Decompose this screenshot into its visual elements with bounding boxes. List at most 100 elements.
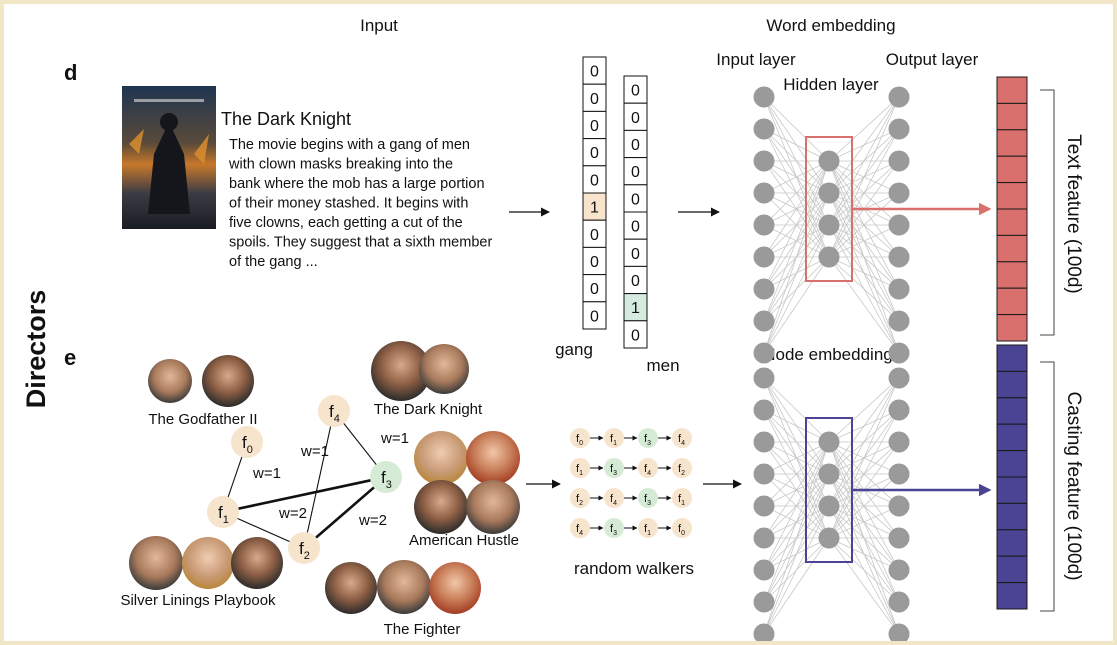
vector-value: 0 [590, 64, 599, 81]
edge-weight: w=2 [278, 505, 307, 522]
movie-poster [122, 86, 216, 229]
actor-photo [231, 537, 283, 589]
actor-photo [371, 341, 431, 401]
feature-cell [996, 529, 1028, 557]
vector-value: 0 [590, 281, 599, 298]
graph-node-f0 [231, 426, 263, 458]
feature-cell [996, 476, 1028, 504]
output-neuron [888, 527, 910, 549]
graph-node-f2 [288, 532, 320, 564]
actor-photo [129, 536, 183, 590]
feature-cell [996, 287, 1028, 316]
vector-value: 0 [590, 145, 599, 162]
graph-node-f3 [370, 461, 402, 493]
output-neuron [888, 278, 910, 300]
output-layer-label: Output layer [886, 50, 979, 69]
graph-node-f4 [318, 395, 350, 427]
vector-value: 0 [631, 327, 640, 344]
hidden-neuron [818, 431, 840, 453]
feature-cell [996, 76, 1028, 104]
input-header: Input [360, 16, 398, 35]
feature-cell [996, 397, 1028, 425]
actor-photo [377, 560, 431, 614]
feature-cell [996, 155, 1028, 184]
hidden-neuron [818, 214, 840, 236]
edge-weight: w=2 [358, 512, 387, 529]
walk-node-label: f3 [644, 433, 651, 447]
text-feature-label: Text feature (100d) [1063, 134, 1084, 293]
output-neuron [888, 118, 910, 140]
vector-value: 1 [590, 200, 599, 217]
vector-value: 0 [590, 118, 599, 135]
vector-value: 0 [590, 227, 599, 244]
synopsis-line: spoils. They suggest that a sixth member [229, 235, 492, 251]
random-walkers-label: random walkers [574, 559, 694, 578]
walk-node-label: f0 [576, 433, 583, 447]
input-neuron [753, 623, 775, 641]
walk-node [604, 488, 624, 508]
hidden-neuron [818, 463, 840, 485]
input-neuron [753, 463, 775, 485]
input-neuron [753, 118, 775, 140]
input-neuron [753, 310, 775, 332]
walk-node-label: f3 [644, 493, 651, 507]
movie-title: The Dark Knight [221, 109, 351, 129]
vector-cell [582, 301, 607, 330]
vector-value: 0 [631, 191, 640, 208]
node-label: f1 [218, 503, 229, 526]
input-neuron [753, 214, 775, 236]
output-neuron [888, 182, 910, 204]
node-label: f4 [329, 402, 340, 425]
actor-photo [325, 562, 377, 614]
graph-edge [222, 475, 387, 514]
feature-cell [996, 502, 1028, 531]
actor-photo [466, 480, 520, 534]
feature-cell [996, 208, 1028, 236]
men-label: men [646, 356, 679, 375]
input-neuron [753, 527, 775, 549]
output-neuron [888, 559, 910, 581]
edge-weight: w=1 [252, 465, 281, 482]
vector-cell [623, 320, 648, 349]
graph-edge [303, 410, 335, 549]
vector-value: 0 [631, 137, 640, 154]
feature-cell [996, 450, 1028, 478]
movie-label-dark-knight: The Dark Knight [374, 401, 483, 418]
node-embedding-network [753, 367, 992, 641]
walk-node [604, 458, 624, 478]
feature-cell [996, 314, 1028, 342]
output-neuron [888, 495, 910, 517]
text-feature-bar [996, 76, 1028, 342]
walk-node-label: f4 [576, 523, 583, 537]
fighter-photos [325, 560, 481, 614]
casting-feature-label: Casting feature (100d) [1063, 391, 1084, 580]
input-layer-label: Input layer [716, 50, 796, 69]
hidden-neuron [818, 182, 840, 204]
actor-photo [202, 355, 254, 407]
casting-feature-bracket [1040, 361, 1055, 612]
walk-node [638, 488, 658, 508]
hidden-neuron [818, 495, 840, 517]
input-neuron [753, 367, 775, 389]
input-neuron [753, 86, 775, 108]
walk-node-label: f3 [610, 463, 617, 477]
output-neuron [888, 623, 910, 641]
input-neuron [753, 591, 775, 613]
output-neuron [888, 310, 910, 332]
walk-node-label: f1 [678, 493, 685, 507]
directors-label: Directors [21, 290, 51, 409]
feature-cell [996, 102, 1028, 131]
output-neuron [888, 367, 910, 389]
walk-node [570, 458, 590, 478]
movie-label-silver-linings: Silver Linings Playbook [120, 592, 276, 609]
walk-node-label: f1 [576, 463, 583, 477]
synopsis-line: with clown masks breaking into the [228, 157, 453, 173]
input-neuron [753, 246, 775, 268]
movie-label-godfather: The Godfather II [148, 411, 257, 428]
feature-cell [996, 129, 1028, 157]
synopsis-line: of the gang ... [229, 254, 318, 270]
vector-value: 0 [631, 219, 640, 236]
